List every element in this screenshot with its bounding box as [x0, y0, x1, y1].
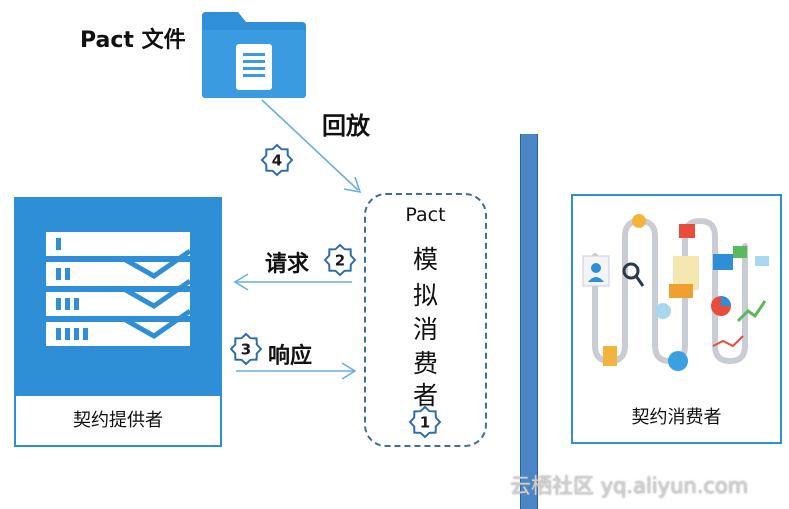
- server-stack-icon: [46, 232, 192, 346]
- mock-consumer-box: [364, 193, 487, 447]
- step-badge-2: 2: [323, 243, 357, 277]
- step-number-1: 1: [420, 414, 430, 432]
- provider-image-area: [16, 199, 220, 396]
- consumer-card: 契约消费者: [571, 194, 782, 444]
- mock-consumer-char-5: 者: [412, 381, 438, 410]
- mock-consumer-char-2: 拟: [412, 281, 438, 310]
- response-label: 响应: [268, 344, 313, 369]
- replay-arrow: [261, 99, 359, 191]
- response-arrowhead: [341, 362, 357, 380]
- replay-label: 回放: [322, 112, 370, 140]
- pact-file-label: Pact 文件: [80, 28, 186, 53]
- step-badge-1: 1: [408, 405, 442, 439]
- step-number-2: 2: [335, 252, 345, 270]
- request-arrowhead: [233, 273, 249, 291]
- data-illustration-icon: [582, 214, 769, 371]
- step-badge-3: 3: [229, 332, 263, 366]
- mock-consumer-title: Pact: [405, 204, 446, 226]
- mock-consumer-char-1: 模: [412, 245, 438, 274]
- watermark: 云栖社区 yq.aliyun.com: [510, 474, 749, 498]
- step-number-4: 4: [272, 152, 282, 170]
- folder-document-icon: [202, 12, 306, 98]
- mock-consumer-char-4: 费: [412, 349, 438, 378]
- step-badge-4: 4: [260, 143, 294, 177]
- provider-card: 契约提供者: [14, 197, 222, 447]
- replay-arrowhead: [343, 176, 362, 194]
- divider-bar: [520, 134, 538, 509]
- mock-consumer-char-3: 消: [412, 315, 438, 344]
- provider-label: 契约提供者: [73, 410, 163, 431]
- consumer-label: 契约消费者: [631, 407, 722, 428]
- request-label: 请求: [265, 252, 310, 277]
- step-number-3: 3: [241, 341, 251, 359]
